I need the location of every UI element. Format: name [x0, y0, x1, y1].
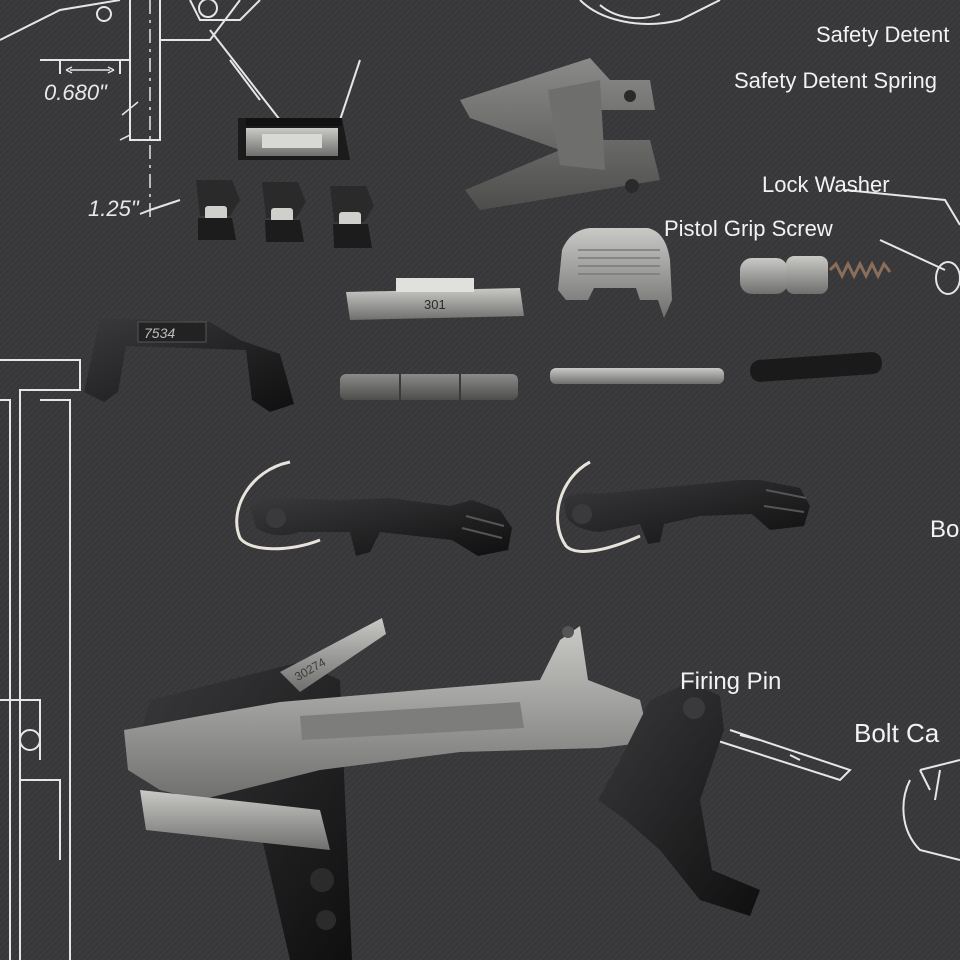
label-lock-washer: Lock Washer — [762, 172, 890, 197]
label-safety-detent-spring: Safety Detent Spring — [734, 68, 938, 93]
label-safety-detent: Safety Detent — [816, 22, 950, 47]
black-pin — [750, 352, 882, 382]
label-bo-partial: Bo — [930, 516, 960, 543]
spring-loaded-bearing — [740, 256, 892, 294]
slide-stop-lever-left — [235, 460, 512, 556]
rear-rail-insert — [238, 118, 350, 160]
trigger-assembly: 30274 — [124, 618, 760, 960]
label-firing-pin: Firing Pin — [680, 668, 782, 695]
magazine-catch: 7534 — [84, 318, 294, 412]
slide-lock: 301 — [346, 278, 524, 320]
spring-pin — [550, 368, 724, 384]
label-bolt-catch: Bolt Ca — [854, 718, 940, 748]
label-pistol-grip-screw: Pistol Grip Screw — [664, 216, 833, 241]
mag-catch-marking: 7534 — [144, 325, 175, 341]
trigger-pin — [340, 374, 518, 400]
front-rail-inserts — [196, 180, 374, 248]
slide-stop-lever-right — [556, 460, 810, 553]
dimension-height: 1.25" — [88, 196, 139, 221]
slide-cover-plate — [558, 228, 672, 318]
dimension-width: 0.680" — [44, 80, 107, 105]
locking-block — [460, 58, 660, 210]
locking-block-marking: 301 — [424, 297, 446, 312]
